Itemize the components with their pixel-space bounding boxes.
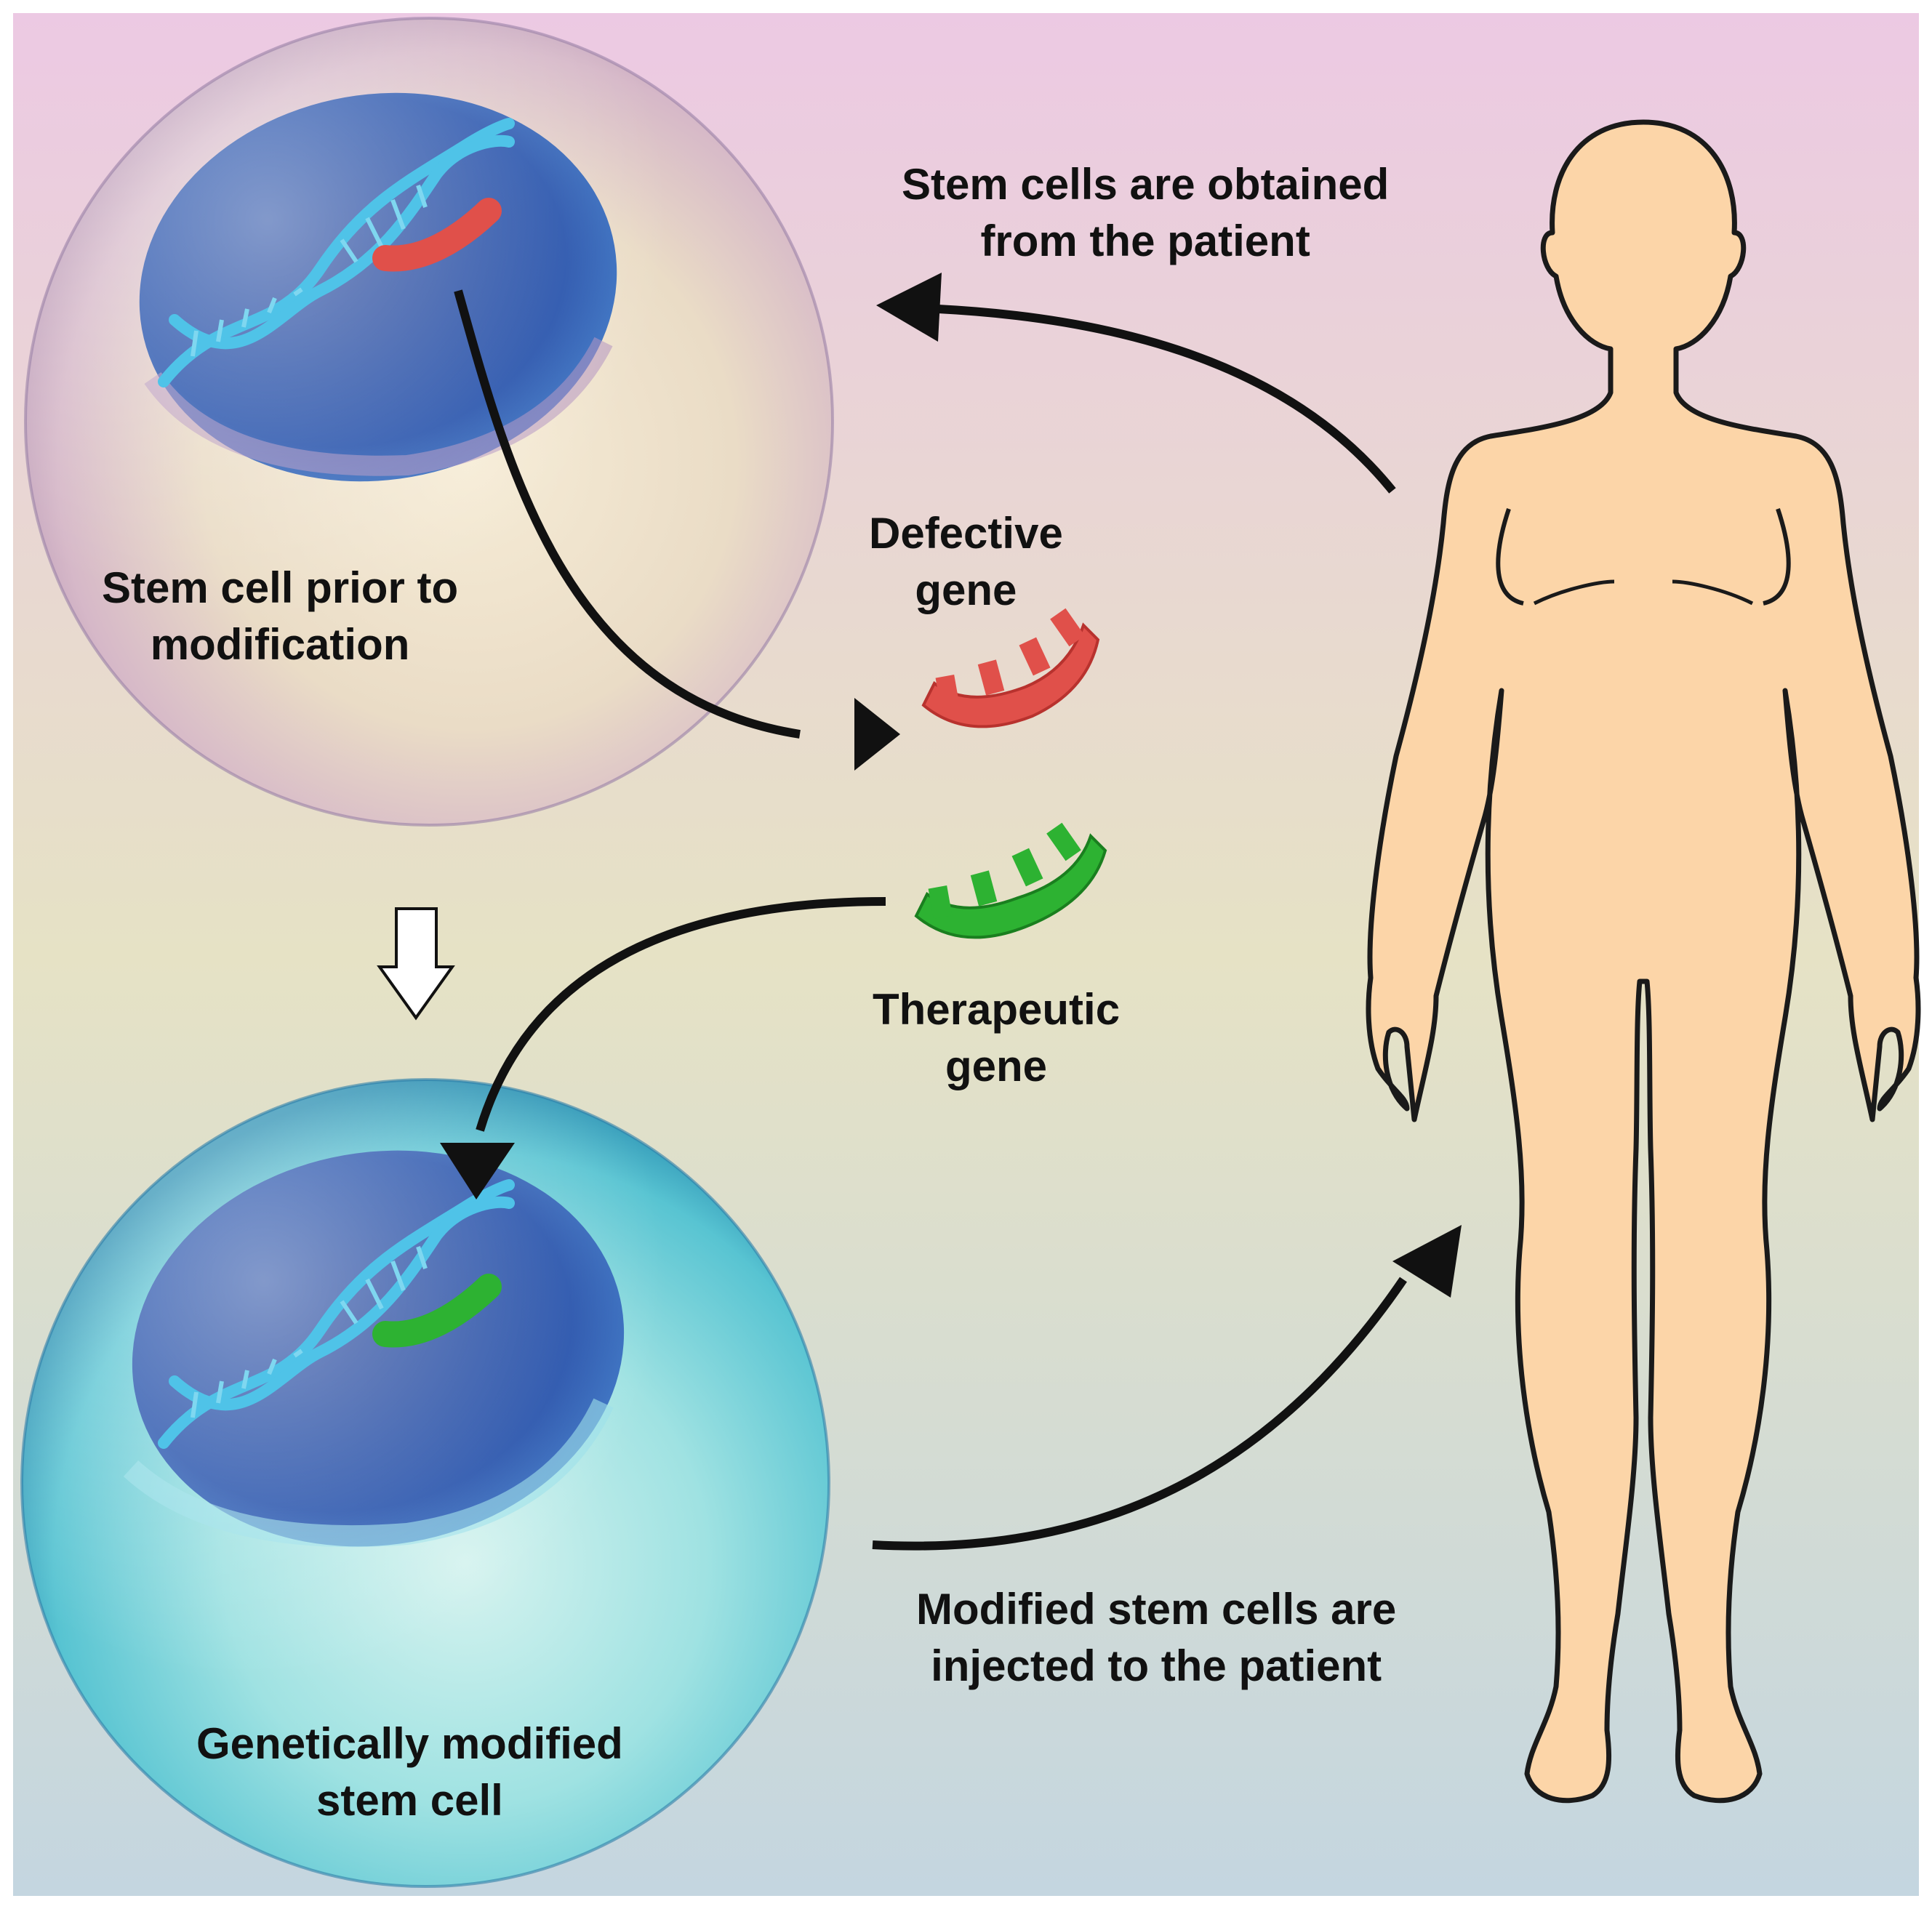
- label-line: Defective: [869, 509, 1063, 558]
- label-line: from the patient: [980, 217, 1310, 265]
- label-line: injected to the patient: [931, 1641, 1382, 1690]
- dna-helix-after: [158, 1179, 515, 1449]
- defective-gene-fragment: [921, 608, 1100, 728]
- arrow-extract-defective-gene: [454, 289, 900, 771]
- arrow-patient-to-cell: [876, 273, 1396, 494]
- label-line: Genetically modified: [196, 1719, 623, 1768]
- label-line: gene: [915, 566, 1017, 614]
- therapeutic-gene-fragment: [914, 822, 1107, 939]
- label-therapeutic-gene: Therapeutic gene: [873, 981, 1120, 1095]
- dna-helix-before: [158, 118, 515, 387]
- label-cells-injected: Modified stem cells are injected to the …: [916, 1581, 1396, 1695]
- patient-silhouette: [1366, 119, 1921, 1804]
- label-line: stem cell: [316, 1776, 503, 1825]
- down-arrow: [377, 907, 455, 1021]
- label-cell-before: Stem cell prior to modification: [102, 560, 458, 673]
- arrow-cell-to-patient: [872, 1225, 1462, 1551]
- label-defective-gene: Defective gene: [869, 505, 1063, 619]
- therapeutic-segment: [372, 1274, 502, 1348]
- label-line: Modified stem cells are: [916, 1585, 1397, 1633]
- label-line: Therapeutic: [873, 985, 1121, 1034]
- defective-segment: [372, 198, 502, 272]
- stem-cell-after: [20, 1078, 830, 1888]
- label-line: modification: [150, 620, 410, 669]
- label-line: Stem cells are obtained: [902, 160, 1390, 209]
- label-line: Stem cell prior to: [102, 563, 459, 612]
- label-cell-after: Genetically modified stem cell: [196, 1716, 623, 1829]
- label-cells-obtained: Stem cells are obtained from the patient: [902, 156, 1389, 270]
- stem-cell-before: [24, 17, 834, 827]
- arrow-insert-therapeutic-gene: [440, 897, 886, 1199]
- label-line: gene: [945, 1042, 1048, 1090]
